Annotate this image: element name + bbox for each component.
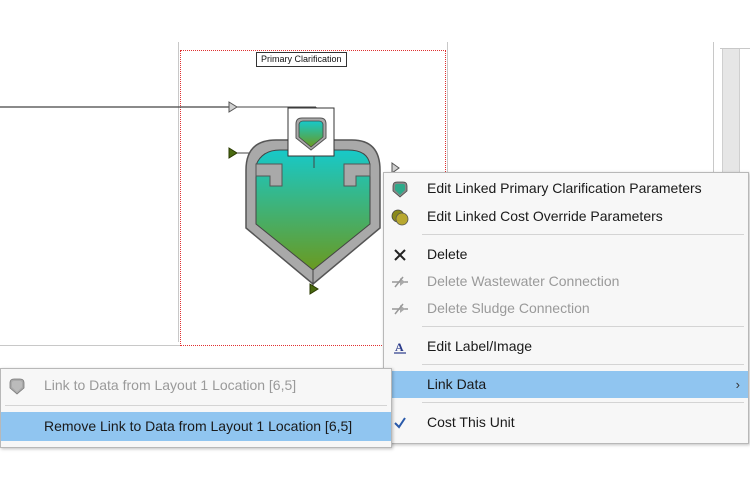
menu-separator bbox=[422, 402, 744, 403]
clarifier-icon bbox=[390, 179, 410, 199]
label-a-icon: A bbox=[390, 337, 410, 357]
submenu-item-link-to-data[interactable]: Link to Data from Layout 1 Location [6,5… bbox=[1, 372, 391, 399]
panel-divider bbox=[720, 48, 750, 49]
panel-divider bbox=[447, 42, 448, 172]
menu-separator bbox=[422, 364, 744, 365]
link-data-submenu: Link to Data from Layout 1 Location [6,5… bbox=[0, 368, 392, 448]
unit-label[interactable]: Primary Clarification bbox=[256, 52, 347, 67]
sludge-connector bbox=[309, 283, 319, 295]
menu-item-edit-primary-clarification[interactable]: Edit Linked Primary Clarification Parame… bbox=[384, 175, 748, 202]
unit-icon-contents bbox=[298, 120, 324, 148]
menu-item-cost-this-unit[interactable]: Cost This Unit bbox=[384, 409, 748, 436]
coins-icon bbox=[390, 207, 410, 227]
menu-item-edit-label-image[interactable]: A Edit Label/Image bbox=[384, 333, 748, 360]
left-weir bbox=[255, 163, 283, 187]
delete-x-icon bbox=[390, 245, 410, 265]
menu-separator bbox=[422, 234, 744, 235]
influent-connector bbox=[228, 101, 238, 113]
checkmark-icon bbox=[390, 413, 410, 433]
submenu-item-remove-link[interactable]: Remove Link to Data from Layout 1 Locati… bbox=[1, 412, 391, 441]
menu-item-link-data[interactable]: Link Data › bbox=[384, 371, 748, 398]
svg-text:A: A bbox=[395, 340, 404, 354]
menu-item-delete-wastewater-connection[interactable]: Delete Wastewater Connection bbox=[384, 268, 748, 295]
menu-item-edit-cost-override[interactable]: Edit Linked Cost Override Parameters bbox=[384, 203, 748, 230]
chevron-right-icon: › bbox=[735, 377, 740, 392]
pipe-connection-icon bbox=[390, 272, 410, 292]
panel-divider bbox=[0, 345, 180, 346]
right-weir bbox=[343, 163, 371, 187]
pipe-connection-icon bbox=[390, 299, 410, 319]
menu-separator bbox=[422, 326, 744, 327]
context-menu: Edit Linked Primary Clarification Parame… bbox=[383, 172, 749, 444]
panel-divider bbox=[178, 42, 179, 342]
clarifier-icon bbox=[7, 376, 27, 396]
effluent-connector bbox=[391, 162, 400, 174]
menu-item-delete-sludge-connection[interactable]: Delete Sludge Connection bbox=[384, 295, 748, 322]
menu-separator bbox=[5, 405, 387, 406]
menu-item-delete[interactable]: Delete bbox=[384, 241, 748, 268]
inlet-connector bbox=[228, 147, 238, 159]
